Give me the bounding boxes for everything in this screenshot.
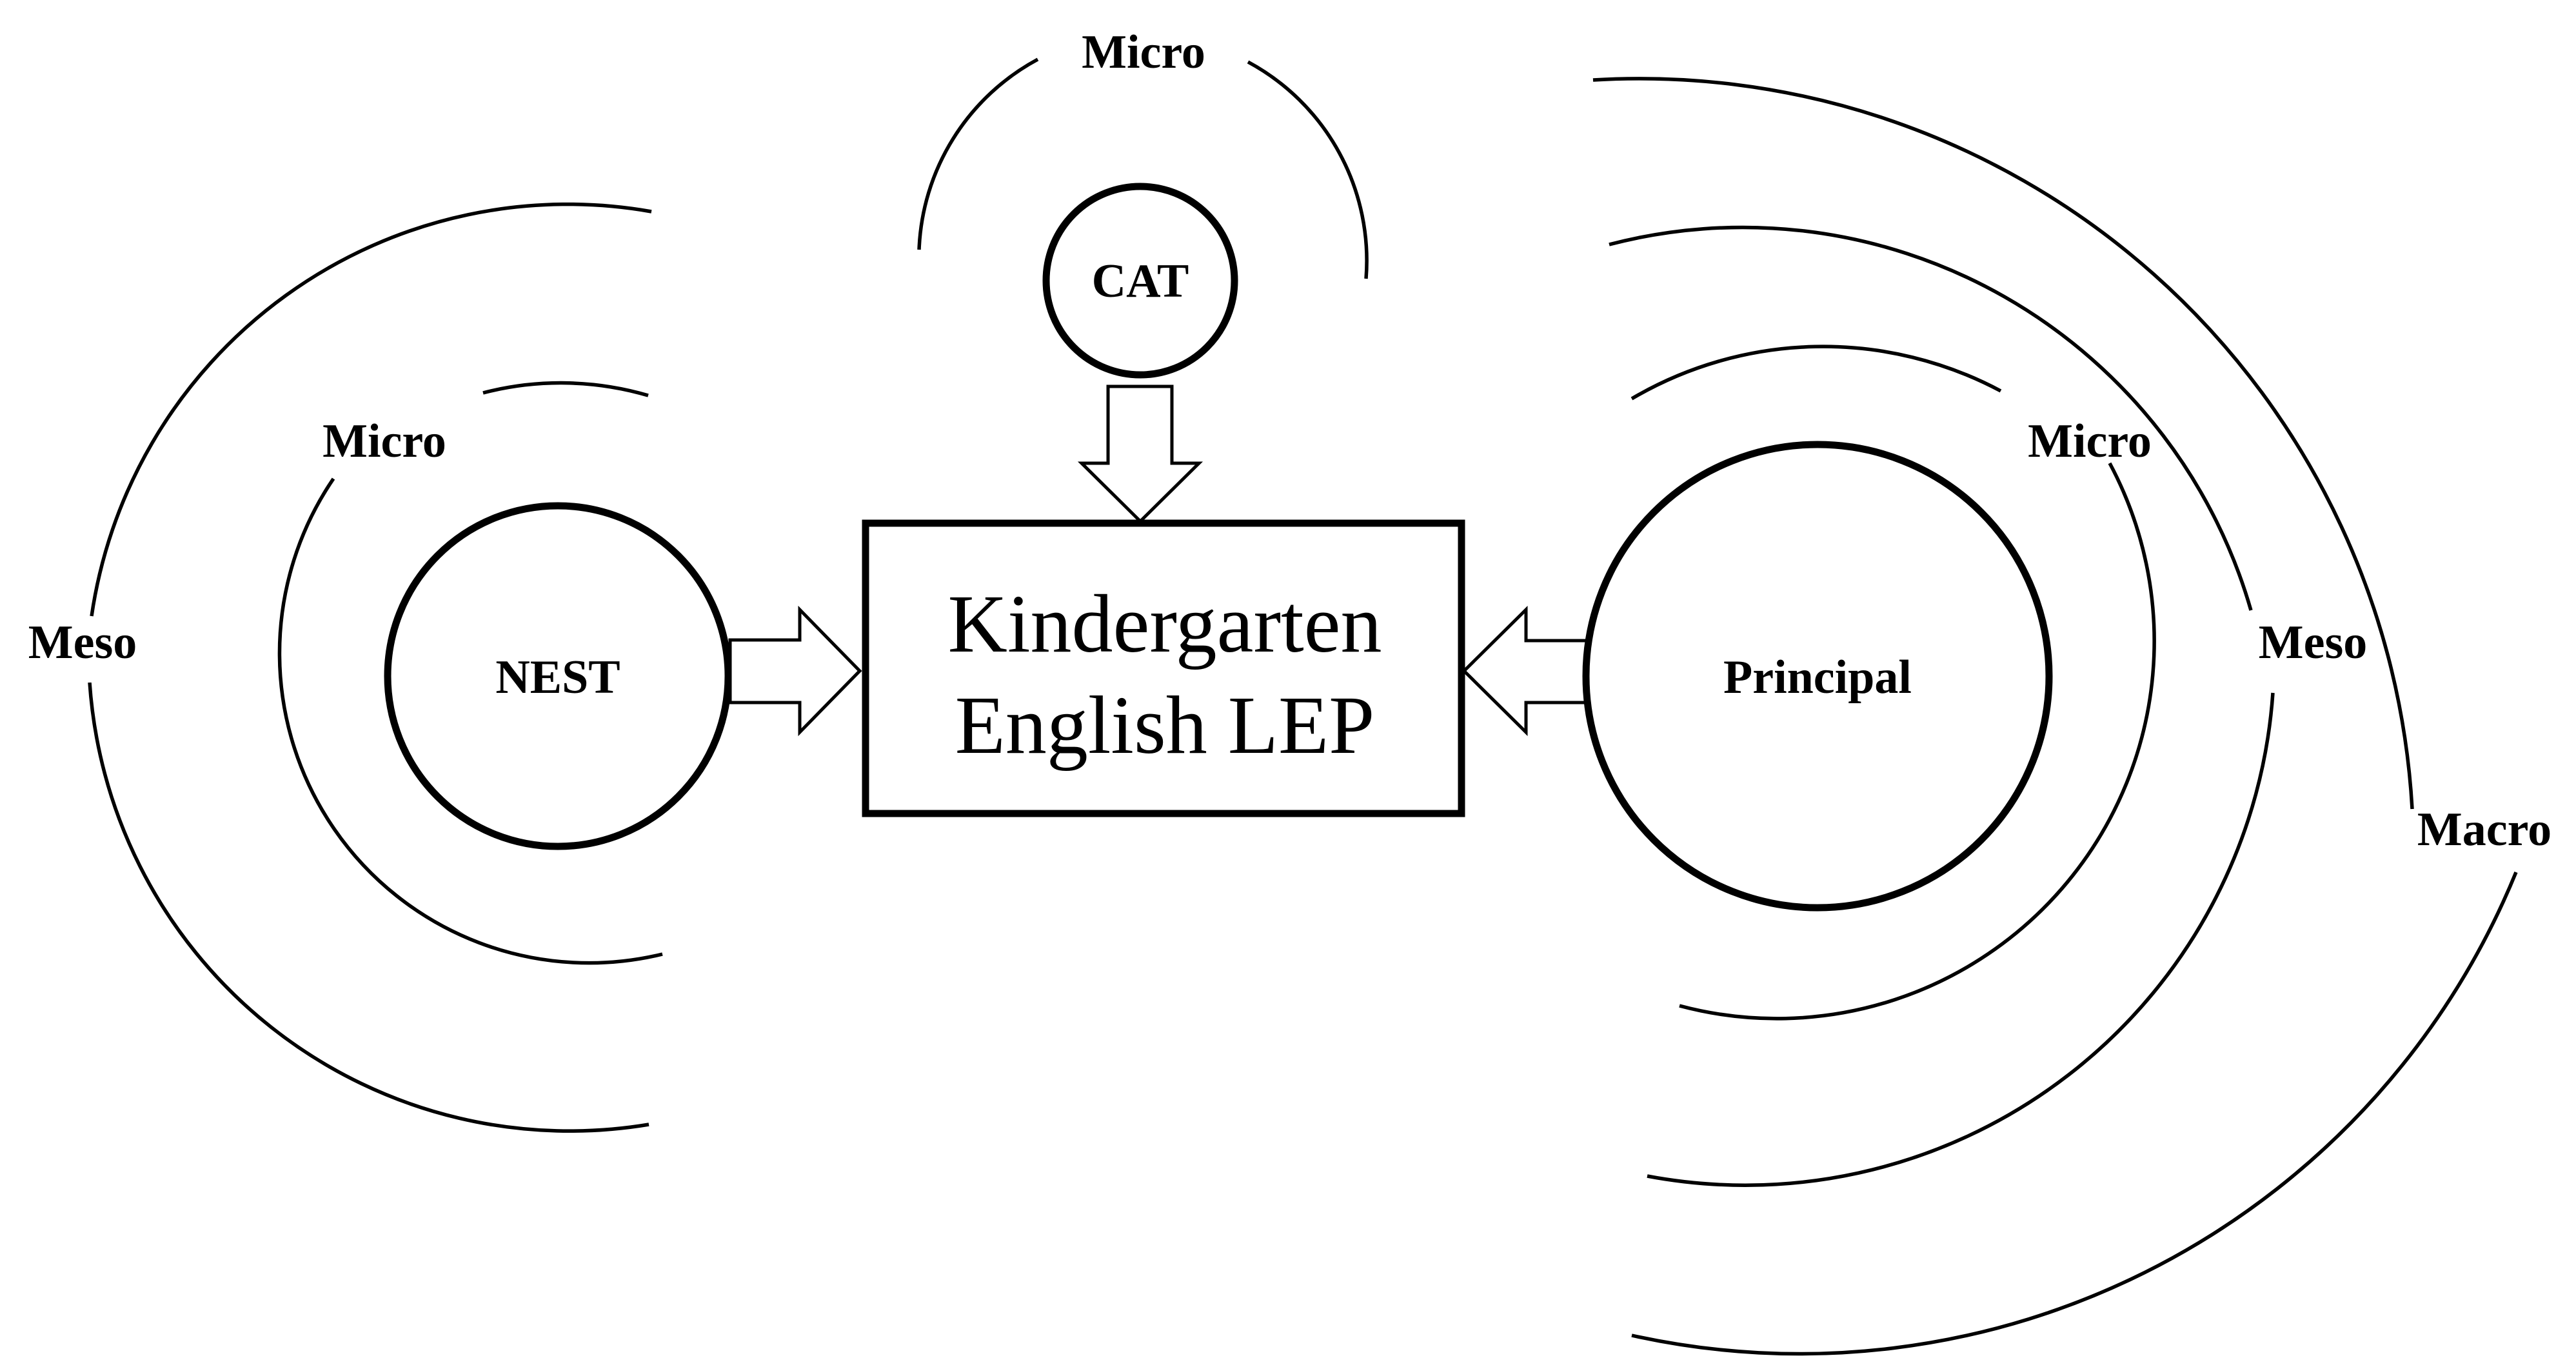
center-title-line2: English LEP [955, 679, 1375, 771]
right-macro-label: Macro [2417, 803, 2551, 856]
left-meso-arc [88, 682, 649, 1133]
nest-to-center-arrow [728, 605, 862, 737]
right-meso-label: Meso [2259, 616, 2368, 669]
right-micro-arc [1630, 344, 2002, 401]
right-meso-arc [1647, 692, 2275, 1187]
right-micro-arc [1679, 462, 2156, 1021]
top-micro-arc [917, 57, 1039, 250]
cat-label: CAT [1092, 255, 1189, 308]
left-micro-arc [482, 381, 649, 397]
center-title-line1: Kindergarten [948, 578, 1382, 670]
nest-node [384, 502, 732, 850]
right-micro-label: Micro [2028, 415, 2152, 468]
right-macro-arc [1592, 77, 2414, 810]
cat-node [1042, 183, 1238, 379]
principal-to-center-arrow [1461, 606, 1590, 736]
left-micro-label: Micro [322, 415, 446, 468]
center-box [862, 519, 1465, 817]
cat-to-center-arrow [1077, 384, 1204, 524]
left-meso-arc [90, 202, 652, 617]
principal-node [1582, 441, 2053, 912]
right-macro-arc [1631, 871, 2518, 1356]
top-micro-arc [1247, 60, 1369, 279]
left-micro-arc [277, 477, 663, 965]
top-system-arcs [917, 57, 1369, 279]
left-system-arcs [88, 202, 663, 1133]
principal-label: Principal [1723, 651, 1912, 704]
right-meso-arc [1609, 225, 2253, 611]
top-micro-label: Micro [1082, 26, 1205, 79]
right-system-arcs [1592, 77, 2518, 1356]
left-meso-label: Meso [28, 616, 137, 669]
nest-label: NEST [495, 651, 620, 704]
